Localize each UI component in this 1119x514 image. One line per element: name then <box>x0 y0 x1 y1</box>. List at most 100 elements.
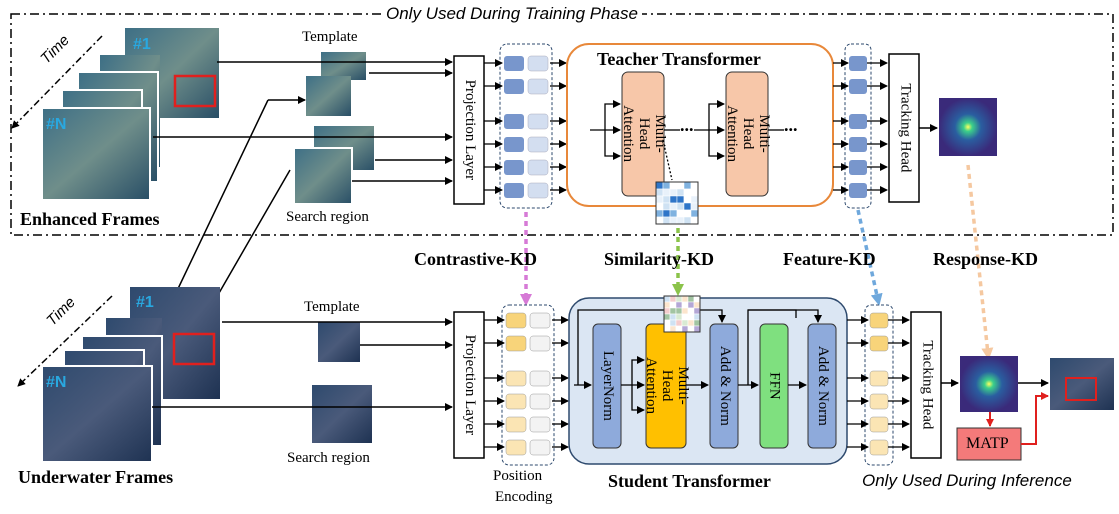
frame-first-label-bottom: #1 <box>136 294 154 311</box>
response-kd-arrow <box>966 164 994 360</box>
search-image-bottom <box>312 385 372 443</box>
time-arrow-bottom <box>17 295 113 387</box>
similarity-cell <box>669 209 678 218</box>
feature-kd-arrow <box>856 209 883 306</box>
similarity-cell <box>690 181 699 190</box>
ellipsis-1: ... <box>680 115 694 135</box>
similarity-cell <box>683 181 692 190</box>
similarity-cell <box>669 307 677 315</box>
similarity-cell <box>676 188 685 197</box>
position-encoding-label-1: Position <box>493 468 543 484</box>
similarity-cell <box>690 202 699 211</box>
ffn-label: FFN <box>766 372 783 400</box>
similarity-cell <box>675 295 683 303</box>
similarity-cell <box>676 209 685 218</box>
projection-layer-top <box>453 55 485 205</box>
similarity-cell <box>683 216 692 225</box>
similarity-cell <box>683 202 692 211</box>
similarity-cell <box>693 295 701 303</box>
similarity-cell <box>669 313 677 321</box>
template-image-top <box>321 52 366 80</box>
addnorm-block-2 <box>807 323 837 449</box>
similarity-cell <box>675 307 683 315</box>
similarity-cell <box>662 209 671 218</box>
training-banner: Only Used During Training Phase <box>382 5 642 22</box>
similarity-cell <box>681 307 689 315</box>
teacher-transformer-title: Teacher Transformer <box>597 49 761 69</box>
tracking-result-image <box>1050 358 1114 410</box>
similarity-cell <box>693 325 701 333</box>
similarity-cell <box>681 313 689 321</box>
similarity-cell <box>675 301 683 309</box>
similarity-cell <box>683 209 692 218</box>
similarity-cell <box>681 295 689 303</box>
similarity-cell <box>687 319 695 327</box>
template-image-bottom <box>318 322 360 362</box>
similarity-cell <box>676 202 685 211</box>
time-arrow-top <box>11 35 103 129</box>
similarity-cell <box>690 216 699 225</box>
similarity-cell <box>669 216 678 225</box>
response-map-bottom <box>960 356 1018 412</box>
layernorm-label: LayerNorm <box>599 351 616 421</box>
tracking-head-label-top: Tracking Head <box>896 83 913 173</box>
similarity-cell <box>693 313 701 321</box>
similarity-cell <box>669 181 678 190</box>
projection-label-bottom: Projection Layer <box>461 334 478 436</box>
contrastive-kd-label: Contrastive-KD <box>414 249 537 269</box>
enhanced-frame-stack <box>41 28 219 201</box>
similarity-cell <box>663 313 671 321</box>
similarity-cell <box>669 202 678 211</box>
similarity-cell <box>663 301 671 309</box>
similarity-cell <box>690 195 699 204</box>
teacher-token-column <box>504 55 549 199</box>
similarity-cell <box>676 195 685 204</box>
similarity-cell <box>683 195 692 204</box>
similarity-cell <box>663 307 671 315</box>
similarity-cell <box>687 313 695 321</box>
similarity-cell <box>655 195 664 204</box>
projection-layer-bottom <box>453 311 485 459</box>
similarity-cell <box>662 181 671 190</box>
enhanced-frames-label: Enhanced Frames <box>20 209 160 229</box>
similarity-cell <box>693 319 701 327</box>
similarity-cell <box>669 188 678 197</box>
frame-first-label-top: #1 <box>133 36 151 53</box>
similarity-cell <box>669 301 677 309</box>
similarity-cell <box>669 195 678 204</box>
similarity-matrix-border <box>663 295 701 333</box>
inference-banner: Only Used During Inference <box>862 471 1072 490</box>
similarity-cell <box>687 325 695 333</box>
similarity-cell <box>687 295 695 303</box>
similarity-cell <box>655 216 664 225</box>
position-encoding-label-2: Encoding <box>495 489 553 505</box>
similarity-matrix-border <box>655 181 699 225</box>
similarity-cell <box>662 216 671 225</box>
response-kd-label: Response-KD <box>933 249 1039 269</box>
matp-label: MATP <box>966 435 1009 452</box>
similarity-cell <box>676 216 685 225</box>
feature-kd-label: Feature-KD <box>783 249 876 269</box>
search-image-top-2 <box>293 147 353 205</box>
similarity-cell <box>655 209 664 218</box>
template-label-top: Template <box>302 29 358 45</box>
addnorm-label-1: Add & Norm <box>716 346 733 426</box>
template-image-top-2 <box>306 76 351 116</box>
student-similarity-matrix <box>663 295 701 333</box>
teacher-attention-block-2 <box>725 71 769 197</box>
tracking-head-label-bottom: Tracking Head <box>918 340 935 430</box>
similarity-cell <box>693 301 701 309</box>
ellipsis-2: ... <box>784 115 798 135</box>
projection-label-top: Projection Layer <box>461 79 478 181</box>
similarity-cell <box>690 209 699 218</box>
similarity-cell <box>690 188 699 197</box>
similarity-cell <box>681 301 689 309</box>
similarity-cell <box>663 295 671 303</box>
similarity-cell <box>662 195 671 204</box>
similarity-cell <box>655 202 664 211</box>
teacher-output-tokens <box>849 56 867 198</box>
similarity-cell <box>662 202 671 211</box>
underwater-frame-stack <box>41 287 220 463</box>
